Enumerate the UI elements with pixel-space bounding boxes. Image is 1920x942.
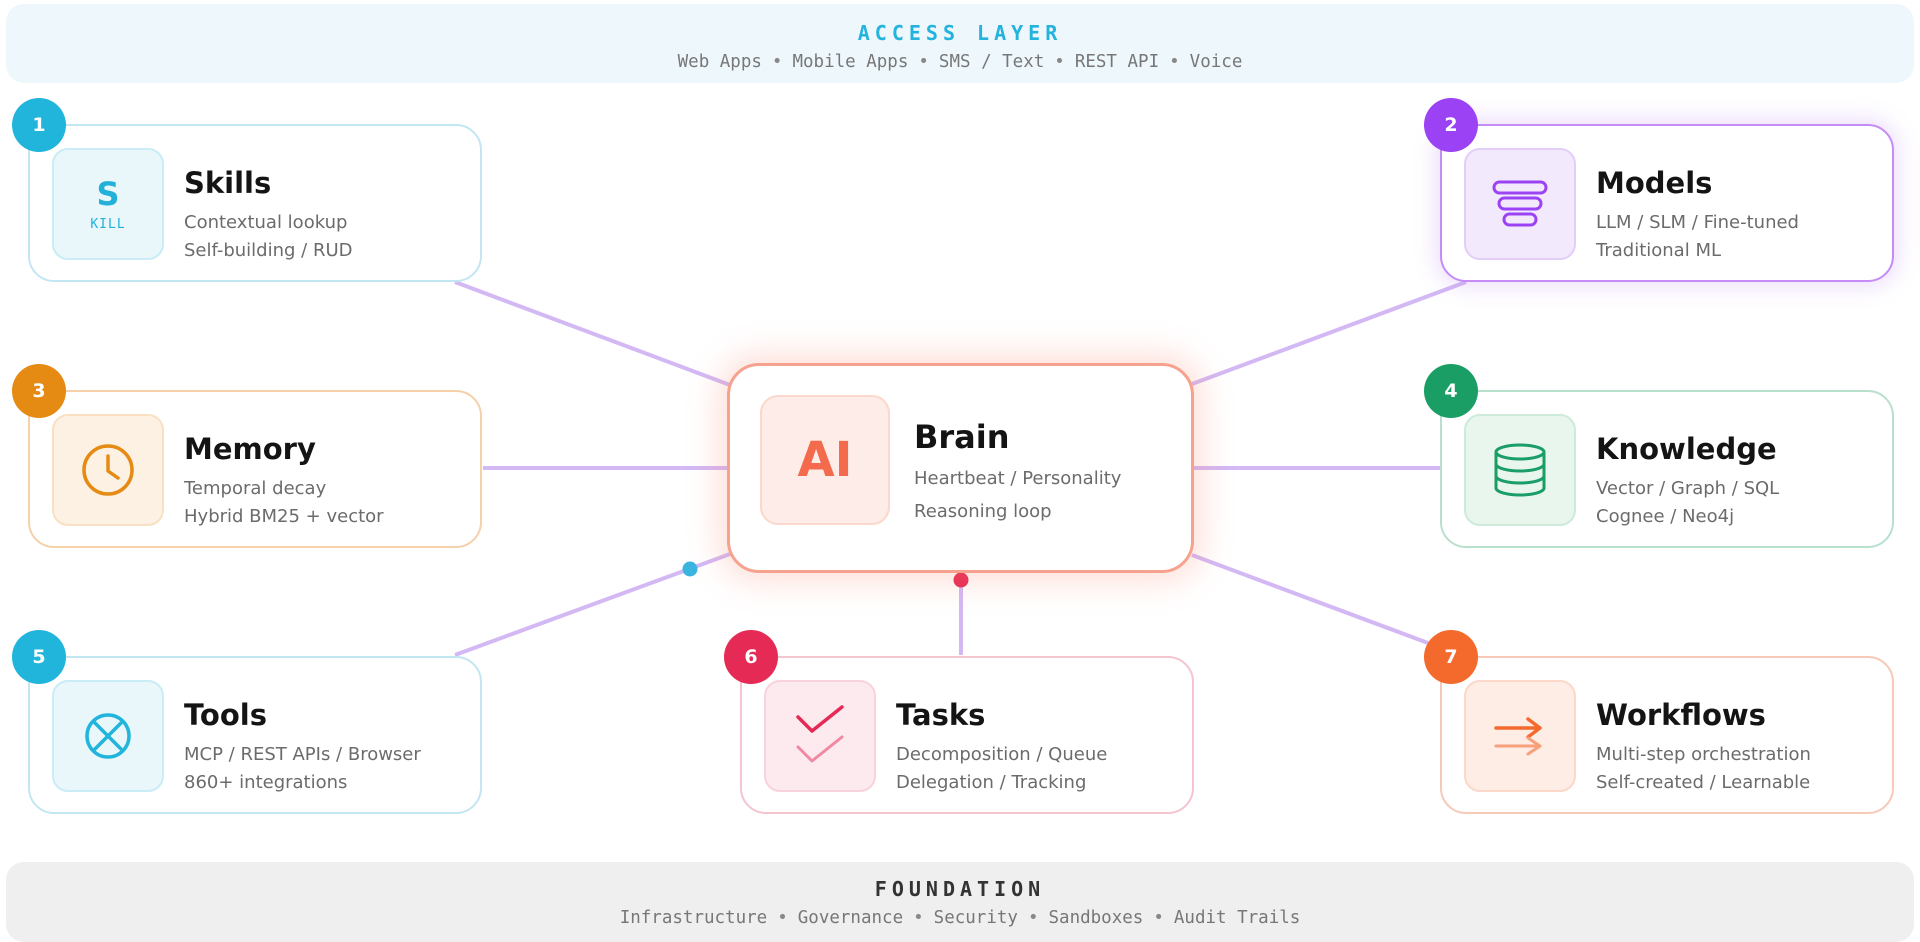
foundation-item-infrastructure: Infrastructure xyxy=(619,908,768,928)
memory-line-1: Temporal decay xyxy=(184,478,327,499)
checkmarks-icon xyxy=(796,705,844,763)
clock-icon xyxy=(82,444,134,496)
workflows-icon-box xyxy=(1464,680,1576,792)
skills-card[interactable]: S KILL Skills Contextual lookup Self-bui… xyxy=(28,124,482,282)
access-item-web-apps: Web Apps xyxy=(677,52,762,72)
workflows-line-2: Self-created / Learnable xyxy=(1596,772,1811,793)
separator-dot: • xyxy=(918,52,929,72)
brain-line-1: Heartbeat / Personality xyxy=(914,468,1122,489)
foundation-title: FOUNDATION xyxy=(874,877,1046,901)
models-line-1: LLM / SLM / Fine-tuned xyxy=(1596,212,1799,233)
access-item-voice: Voice xyxy=(1189,52,1243,72)
memory-icon-box xyxy=(52,414,164,526)
workflows-line-1: Multi-step orchestration xyxy=(1596,744,1811,765)
knowledge-line-1: Vector / Graph / SQL xyxy=(1596,478,1780,499)
knowledge-line-2: Cognee / Neo4j xyxy=(1596,506,1735,527)
separator-dot: • xyxy=(1054,52,1065,72)
memory-title: Memory xyxy=(184,432,316,466)
separator-dot: • xyxy=(1027,908,1039,928)
skill-icon-caption: KILL xyxy=(90,216,126,232)
connector-models xyxy=(1191,280,1467,386)
knowledge-title: Knowledge xyxy=(1596,432,1777,466)
skills-title: Skills xyxy=(184,166,272,200)
separator-dot: • xyxy=(1169,52,1180,72)
tasks-card[interactable]: Tasks Decomposition / Queue Delegation /… xyxy=(740,656,1194,814)
skills-line-2: Self-building / RUD xyxy=(184,240,353,261)
foundation-item-sandboxes: Sandboxes xyxy=(1048,908,1144,928)
tools-number-badge: 5 xyxy=(12,630,66,684)
tasks-line-1: Decomposition / Queue xyxy=(896,744,1108,765)
separator-dot: • xyxy=(777,908,788,928)
tools-icon xyxy=(85,713,131,759)
tools-card[interactable]: Tools MCP / REST APIs / Browser 860+ int… xyxy=(28,656,482,814)
models-title: Models xyxy=(1596,166,1713,200)
access-item-sms: SMS / Text xyxy=(938,52,1045,72)
foundation-items: Infrastructure • Governance • Security • Sandb… xyxy=(6,908,1914,928)
skills-number-badge: 1 xyxy=(12,98,66,152)
tasks-title: Tasks xyxy=(896,698,986,732)
models-card[interactable]: Models LLM / SLM / Fine-tuned Traditiona… xyxy=(1440,124,1894,282)
tasks-line-2: Delegation / Tracking xyxy=(896,772,1087,793)
ai-icon: AI xyxy=(797,432,853,488)
brain-title: Brain xyxy=(914,418,1010,456)
access-item-rest-api: REST API xyxy=(1074,52,1160,72)
separator-dot: • xyxy=(1153,908,1164,928)
workflows-title: Workflows xyxy=(1596,698,1766,732)
access-layer-items: Web Apps • Mobile Apps • SMS / Text • REST API… xyxy=(6,52,1914,72)
knowledge-card[interactable]: Knowledge Vector / Graph / SQL Cognee / … xyxy=(1440,390,1894,548)
brain-card[interactable]: AI Brain Heartbeat / Personality Reasoni… xyxy=(727,363,1194,573)
foundation-band: FOUNDATION Infrastructure • Governance • Sec… xyxy=(6,862,1914,942)
arrows-icon xyxy=(1494,717,1542,756)
foundation-item-audit-trails: Audit Trails xyxy=(1173,908,1301,928)
tools-line-2: 860+ integrations xyxy=(184,772,348,793)
tasks-icon-box xyxy=(764,680,876,792)
tools-connector-dot xyxy=(682,561,698,577)
access-layer-band: ACCESS LAYER Web Apps • Mobile Apps • SMS / … xyxy=(6,4,1914,83)
database-icon xyxy=(1494,443,1546,497)
skills-line-1: Contextual lookup xyxy=(184,212,348,233)
separator-dot: • xyxy=(771,52,783,72)
separator-dot: • xyxy=(913,908,924,928)
foundation-item-security: Security xyxy=(933,908,1018,928)
models-line-2: Traditional ML xyxy=(1596,240,1721,261)
tools-line-1: MCP / REST APIs / Browser xyxy=(184,744,421,765)
tasks-connector-dot xyxy=(953,572,969,588)
tools-icon-box xyxy=(52,680,164,792)
connector-workflows xyxy=(1191,553,1429,645)
skill-icon: S xyxy=(96,174,120,213)
foundation-item-governance: Governance xyxy=(797,908,904,928)
memory-line-2: Hybrid BM25 + vector xyxy=(184,506,384,527)
workflows-card[interactable]: Workflows Multi-step orchestration Self-… xyxy=(1440,656,1894,814)
models-icon-box xyxy=(1464,148,1576,260)
brain-icon-box: AI xyxy=(760,395,890,525)
models-number-badge: 2 xyxy=(1424,98,1478,152)
tools-title: Tools xyxy=(184,698,267,732)
memory-card[interactable]: Memory Temporal decay Hybrid BM25 + vect… xyxy=(28,390,482,548)
skills-icon-box: S KILL xyxy=(52,148,164,260)
knowledge-icon-box xyxy=(1464,414,1576,526)
memory-number-badge: 3 xyxy=(12,364,66,418)
layers-icon xyxy=(1492,180,1548,227)
knowledge-number-badge: 4 xyxy=(1424,364,1478,418)
connector-skills xyxy=(454,280,731,387)
brain-line-2: Reasoning loop xyxy=(914,501,1052,522)
access-layer-title: ACCESS LAYER xyxy=(857,21,1063,45)
workflows-number-badge: 7 xyxy=(1424,630,1478,684)
tasks-number-badge: 6 xyxy=(724,630,778,684)
access-item-mobile-apps: Mobile Apps xyxy=(792,52,909,72)
